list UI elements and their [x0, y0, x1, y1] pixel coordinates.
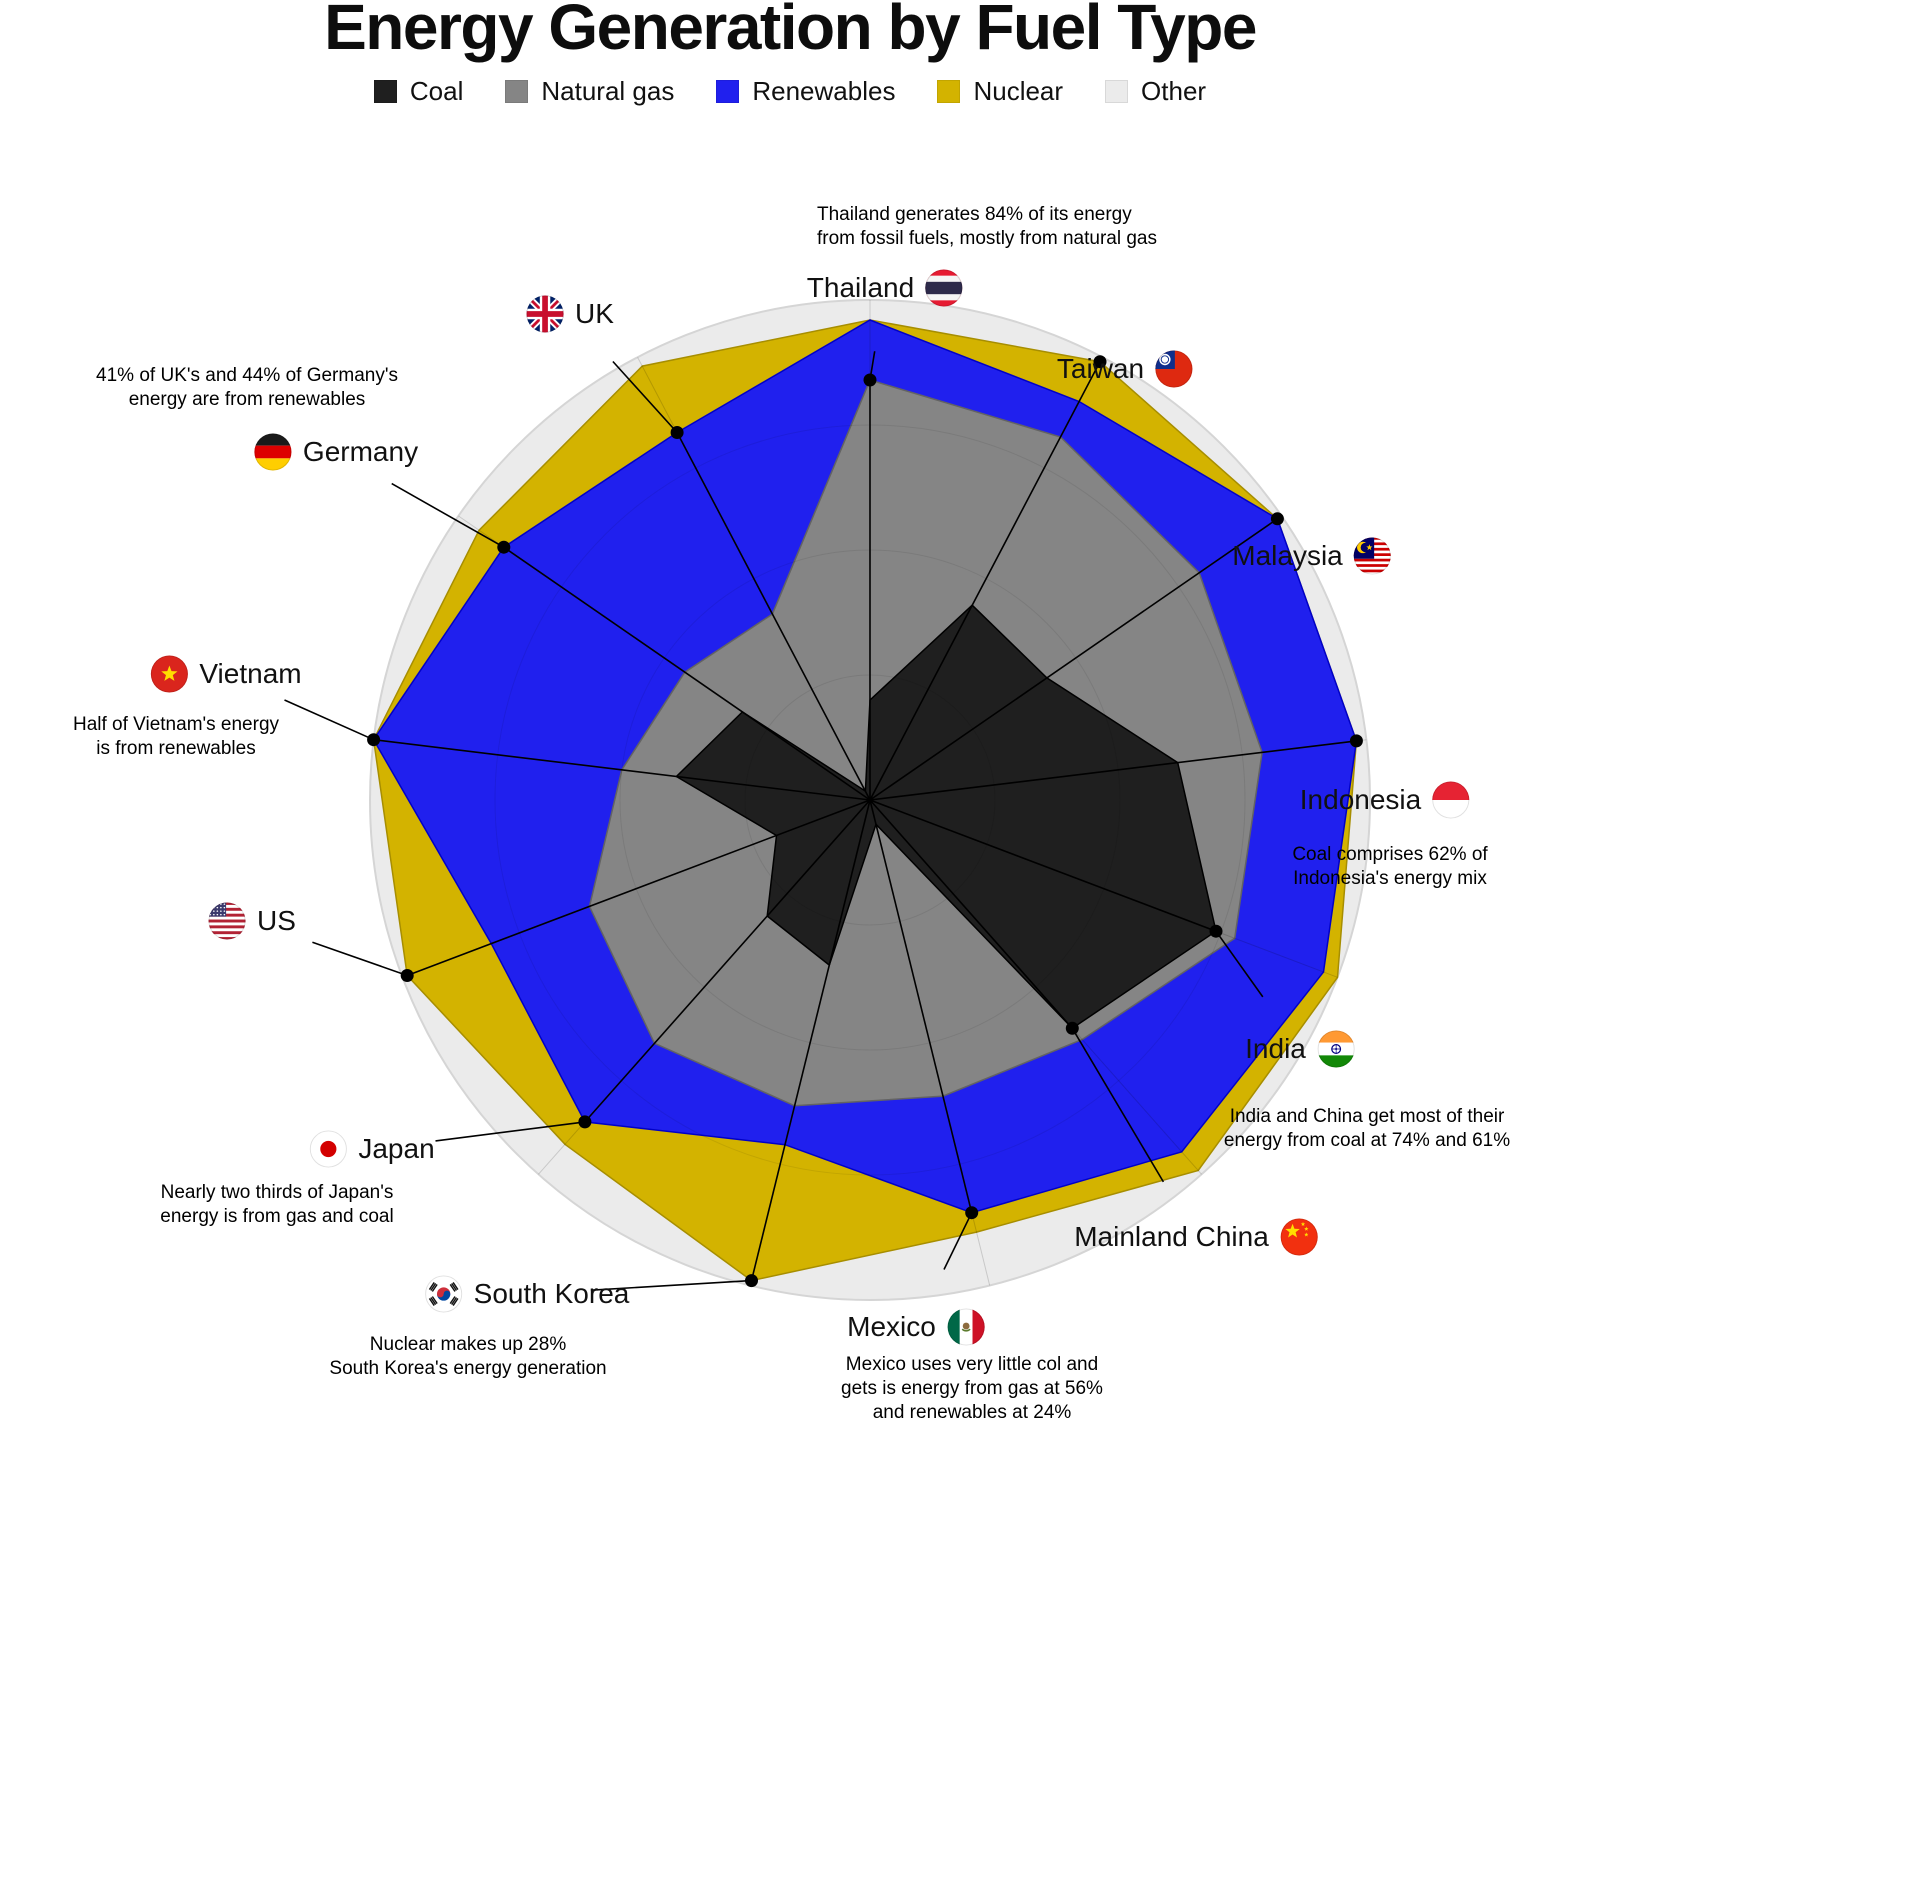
annotation-south-korea: Nuclear makes up 28% South Korea's energy…: [329, 1333, 606, 1381]
indonesia-flag-icon: [1432, 781, 1470, 819]
legend-swatch-icon: [373, 80, 397, 103]
flag-wrap: [526, 295, 564, 333]
country-label-taiwan: Taiwan: [1057, 350, 1193, 388]
country-name: US: [257, 905, 296, 936]
legend-label: Coal: [409, 76, 464, 106]
legend-item-nuclear[interactable]: Nuclear: [937, 76, 1063, 107]
country-label-mexico: Mexico: [847, 1308, 985, 1346]
country-name: Mexico: [847, 1311, 936, 1342]
legend-item-natural-gas[interactable]: Natural gas: [505, 76, 674, 107]
mexico-flag-icon: [947, 1308, 985, 1346]
malaysia-flag-icon: [1354, 537, 1392, 575]
annotation-japan: Nearly two thirds of Japan's energy is fr…: [160, 1181, 393, 1229]
country-name: UK: [575, 298, 614, 329]
germany-flag-icon: [254, 433, 292, 471]
country-label-malaysia: Malaysia: [1232, 537, 1392, 575]
japan-flag-icon: [309, 1130, 347, 1168]
annotation-line: South Korea's energy generation: [329, 1358, 607, 1379]
annotation-line: Coal comprises 62% of: [1292, 844, 1488, 865]
flag-wrap: [150, 655, 188, 693]
us-flag-icon: [208, 902, 246, 940]
flag-wrap: [925, 269, 963, 307]
country-label-south-korea: South Korea: [425, 1275, 630, 1313]
annotation-line: Thailand generates 84% of its energy: [817, 204, 1132, 225]
legend-item-coal[interactable]: Coal: [373, 76, 464, 107]
thailand-flag-icon: [925, 269, 963, 307]
country-label-india: India: [1245, 1030, 1355, 1068]
country-label-uk: UK: [526, 295, 614, 333]
uk-flag-icon: [526, 295, 564, 333]
page-title: Energy Generation by Fuel Type: [324, 0, 1257, 63]
country-label-indonesia: Indonesia: [1300, 781, 1470, 819]
flag-wrap: [1280, 1218, 1318, 1256]
flag-wrap: [309, 1130, 347, 1168]
legend-swatch-icon: [1105, 80, 1129, 103]
annotation-mexico: Mexico uses very little col and gets is e…: [841, 1353, 1103, 1425]
country-name: Taiwan: [1056, 353, 1145, 384]
annotation-line: energy from coal at 74% and 61%: [1223, 1130, 1511, 1151]
legend: Coal Natural gas Renewables Nuclear Other: [0, 76, 1580, 107]
flag-wrap: [1155, 350, 1193, 388]
country-label-mainland-china: Mainland China: [1074, 1218, 1318, 1256]
legend-swatch-icon: [505, 80, 529, 103]
flag-wrap: [425, 1275, 463, 1313]
annotation-line: energy are from renewables: [128, 389, 366, 410]
flag-wrap: [208, 902, 246, 940]
annotation-line: Mexico uses very little col and: [845, 1354, 1099, 1375]
country-name: Malaysia: [1232, 540, 1343, 571]
south-korea-flag-icon: [425, 1275, 463, 1313]
country-name: Japan: [358, 1133, 435, 1164]
country-label-thailand: Thailand: [807, 269, 963, 307]
legend-label: Renewables: [752, 76, 896, 106]
taiwan-flag-icon: [1155, 350, 1193, 388]
country-name: Mainland China: [1074, 1221, 1269, 1252]
country-name: South Korea: [473, 1278, 630, 1309]
legend-swatch-icon: [716, 80, 740, 103]
country-name: India: [1245, 1033, 1306, 1064]
annotation-line: energy is from gas and coal: [160, 1206, 394, 1227]
flag-wrap: [1317, 1030, 1355, 1068]
flag-wrap: [254, 433, 292, 471]
country-label-japan: Japan: [309, 1130, 435, 1168]
vietnam-flag-icon: [150, 655, 188, 693]
annotation-line: India and China get most of their: [1229, 1106, 1505, 1127]
india-flag-icon: [1317, 1030, 1355, 1068]
legend-label: Nuclear: [973, 76, 1064, 106]
country-name: Vietnam: [199, 658, 302, 689]
annotation-uk-germany: 41% of UK's and 44% of Germany's energy a…: [96, 364, 398, 412]
country-name: Thailand: [806, 272, 915, 303]
annotation-line: from fossil fuels, mostly from natural g…: [817, 228, 1157, 249]
flag-wrap: [1354, 537, 1392, 575]
flag-wrap: [1432, 781, 1470, 819]
annotation-line: Indonesia's energy mix: [1293, 868, 1487, 889]
legend-label: Other: [1141, 76, 1207, 106]
annotation-line: is from renewables: [96, 738, 256, 759]
country-label-vietnam: Vietnam: [150, 655, 302, 693]
annotation-india: India and China get most of their energy …: [1224, 1105, 1510, 1153]
annotation-line: 41% of UK's and 44% of Germany's: [96, 365, 398, 386]
china-flag-icon: [1280, 1218, 1318, 1256]
legend-item-renewables[interactable]: Renewables: [716, 76, 895, 107]
country-label-germany: Germany: [254, 433, 418, 471]
flag-wrap: [947, 1308, 985, 1346]
annotation-line: Half of Vietnam's energy: [72, 714, 280, 735]
country-label-us: US: [208, 902, 296, 940]
annotation-vietnam: Half of Vietnam's energy is from renewabl…: [73, 713, 279, 761]
legend-label: Natural gas: [541, 76, 675, 106]
legend-item-other[interactable]: Other: [1105, 76, 1206, 107]
annotation-thailand: Thailand generates 84% of its energy from…: [817, 203, 1157, 251]
annotation-line: and renewables at 24%: [872, 1402, 1072, 1423]
country-name: Germany: [302, 436, 419, 467]
annotation-indonesia: Coal comprises 62% of Indonesia's energy …: [1292, 843, 1487, 891]
legend-swatch-icon: [937, 80, 961, 103]
country-name: Indonesia: [1299, 784, 1422, 815]
annotation-line: gets is energy from gas at 56%: [841, 1378, 1103, 1399]
annotation-line: Nearly two thirds of Japan's: [160, 1182, 394, 1203]
annotation-line: Nuclear makes up 28%: [369, 1334, 567, 1355]
